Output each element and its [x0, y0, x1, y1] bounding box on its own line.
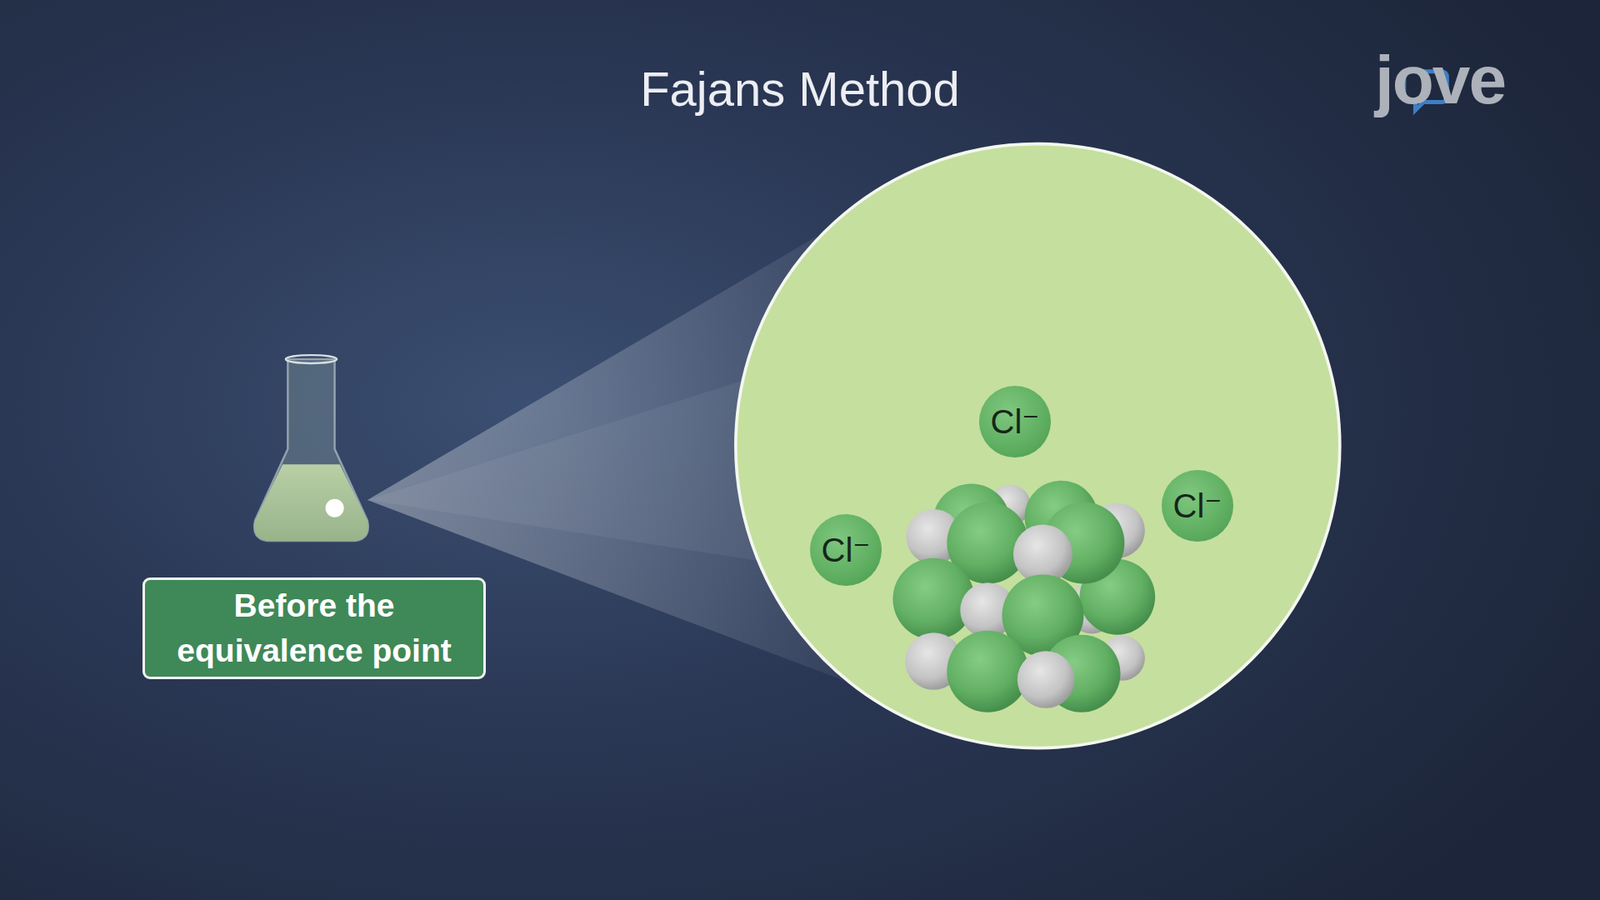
ion-symbol: Cl⁻ — [990, 403, 1040, 440]
ion-symbol: Cl⁻ — [1173, 487, 1223, 525]
brand-logo: jove — [1375, 40, 1505, 120]
chloride-ion: Cl⁻ — [810, 514, 882, 586]
stage-label-box: Before the equivalence point — [142, 577, 486, 680]
flask — [254, 355, 369, 541]
chloride-ion: Cl⁻ — [979, 385, 1051, 458]
stage-label: Before the equivalence point — [153, 583, 475, 674]
magnified-view — [735, 144, 1340, 749]
ion-symbol: Cl⁻ — [821, 531, 871, 569]
chloride-ion: Cl⁻ — [1161, 470, 1234, 542]
diagram-title: Fajans Method — [466, 60, 1134, 119]
silver-chloride-crystal — [892, 480, 1155, 713]
